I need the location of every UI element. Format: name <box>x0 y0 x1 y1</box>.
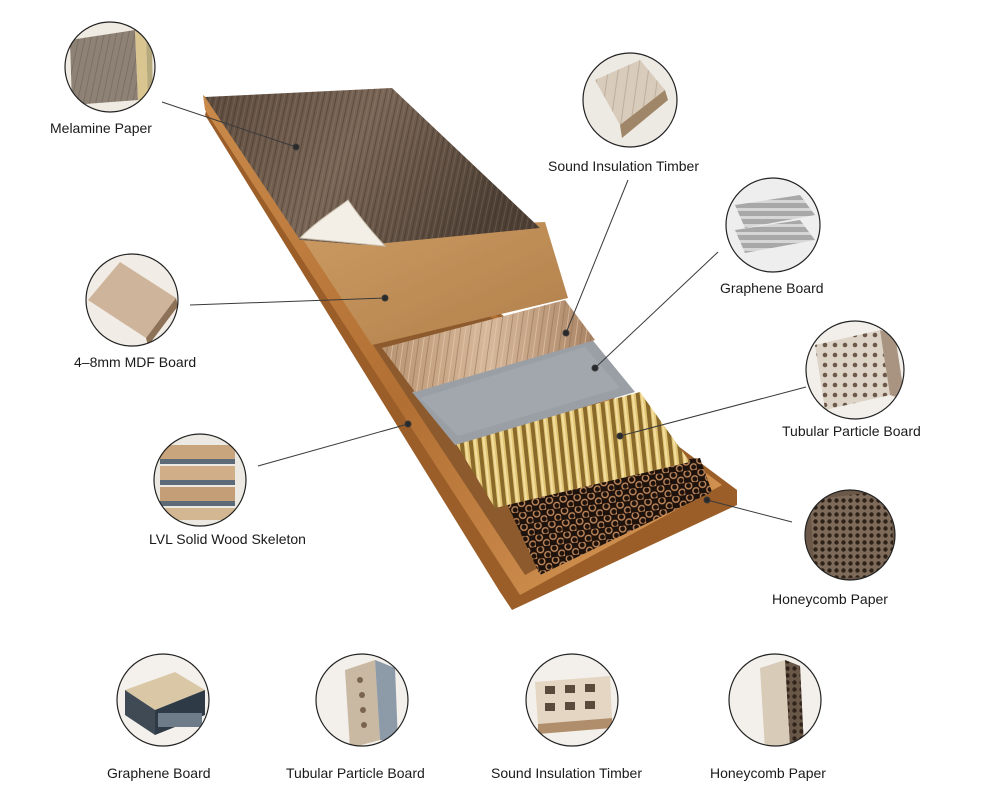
sound-timber-swatch <box>580 50 680 150</box>
melamine-grain <box>205 88 540 245</box>
label-melamine-paper: Melamine Paper <box>50 120 152 136</box>
bottom-sound-swatch <box>522 650 622 750</box>
bottom-honeycomb-swatch <box>725 650 825 750</box>
bottom-label-graphene-board: Graphene Board <box>107 765 211 781</box>
melamine-swatch <box>60 20 160 115</box>
mdf-swatch <box>80 250 190 350</box>
label-sound-insulation-timber: Sound Insulation Timber <box>548 158 699 174</box>
bottom-label-tubular-particle-board: Tubular Particle Board <box>286 765 425 781</box>
label-lvl-skeleton: LVL Solid Wood Skeleton <box>149 531 306 547</box>
bottom-graphene-swatch <box>113 650 213 750</box>
label-tubular-particle-board: Tubular Particle Board <box>782 423 921 439</box>
label-graphene-board: Graphene Board <box>720 280 824 296</box>
bottom-label-honeycomb-paper: Honeycomb Paper <box>710 765 826 781</box>
label-mdf-board: 4–8mm MDF Board <box>74 354 196 370</box>
bottom-tubular-swatch <box>312 650 412 750</box>
lvl-swatch <box>150 430 250 530</box>
honeycomb-swatch <box>800 485 900 585</box>
label-honeycomb-paper: Honeycomb Paper <box>772 591 888 607</box>
graphene-swatch <box>725 175 825 275</box>
bottom-label-sound-insulation-timber: Sound Insulation Timber <box>491 765 642 781</box>
